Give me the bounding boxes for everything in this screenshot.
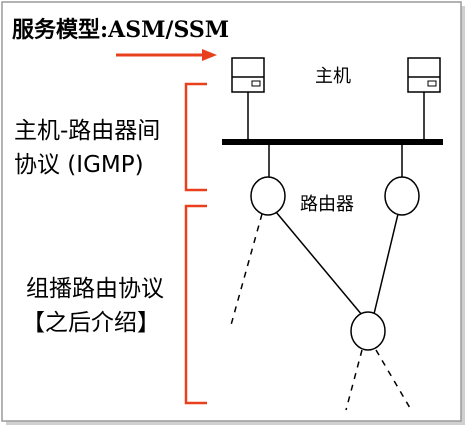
bracket-multicast [184,204,207,405]
host-label: 主机 [315,66,351,87]
dashed-link [345,349,363,411]
dashed-link [230,213,263,326]
host-computer-icon [231,57,265,93]
router-label: 路由器 [300,194,354,215]
bracket-host-router [184,82,207,192]
right-arrow-icon [116,49,217,61]
multicast-routing-label-line2: 【之后介绍】 [22,310,160,336]
slide-title: 服务模型:ASM/SSM [12,17,230,43]
host-router-protocol-label-line1: 主机-路由器间 [14,118,161,144]
router-link [275,211,363,316]
router-icon [350,311,386,351]
router-icon [250,176,286,216]
router-link [373,213,399,315]
host-computer-icon [407,57,441,93]
host-router-protocol-label-line2: 协议 (IGMP) [14,152,144,178]
router-icon [384,176,420,216]
multicast-routing-label-line1: 组播路由协议 [26,276,164,302]
